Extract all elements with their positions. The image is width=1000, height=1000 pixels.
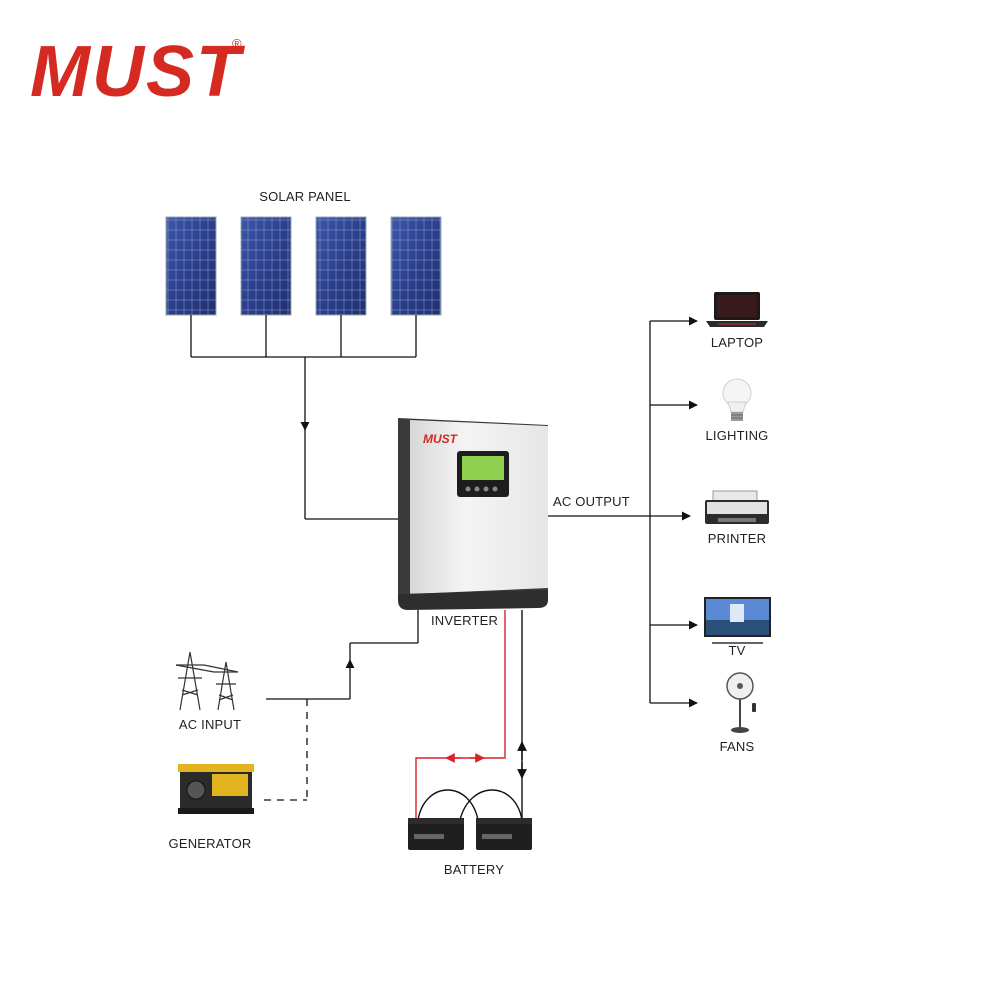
fan-icon (726, 672, 756, 733)
battery-icon (408, 818, 464, 850)
battery-wiring (415, 610, 527, 821)
laptop-icon (706, 292, 768, 327)
solar-panel-icon (165, 216, 217, 316)
solar-panel-icon (315, 216, 367, 316)
inverter-brand-logo: MUST (423, 432, 457, 446)
battery-icon (476, 818, 532, 850)
registered-mark: ® (232, 36, 242, 51)
generator-icon (178, 764, 254, 814)
load-label-laptop: LAPTOP (710, 335, 764, 350)
ac-input-wiring (264, 610, 419, 801)
battery-label: BATTERY (443, 862, 505, 877)
power-pylon-icon (175, 651, 239, 711)
inverter-unit (398, 418, 548, 610)
solar-panel-icon (240, 216, 292, 316)
ac-input-label: AC INPUT (178, 717, 242, 732)
solar-panel-label: SOLAR PANEL (259, 189, 351, 204)
load-label-tv: TV (728, 643, 746, 658)
inverter-label: INVERTER (431, 613, 499, 628)
solar-panel-array (165, 216, 442, 316)
load-label-fans: FANS (719, 739, 755, 754)
ac-output-label: AC OUTPUT (553, 494, 630, 509)
tv-icon (704, 597, 771, 644)
solar-wiring (190, 315, 417, 520)
ac-output-wiring (548, 316, 698, 708)
brand-logo: MUST (30, 32, 242, 112)
printer-icon (705, 490, 769, 524)
load-label-lighting: LIGHTING (705, 428, 769, 443)
solar-panel-icon (390, 216, 442, 316)
load-label-printer: PRINTER (707, 531, 767, 546)
generator-label: GENERATOR (168, 836, 252, 851)
light-bulb-icon (722, 378, 752, 421)
